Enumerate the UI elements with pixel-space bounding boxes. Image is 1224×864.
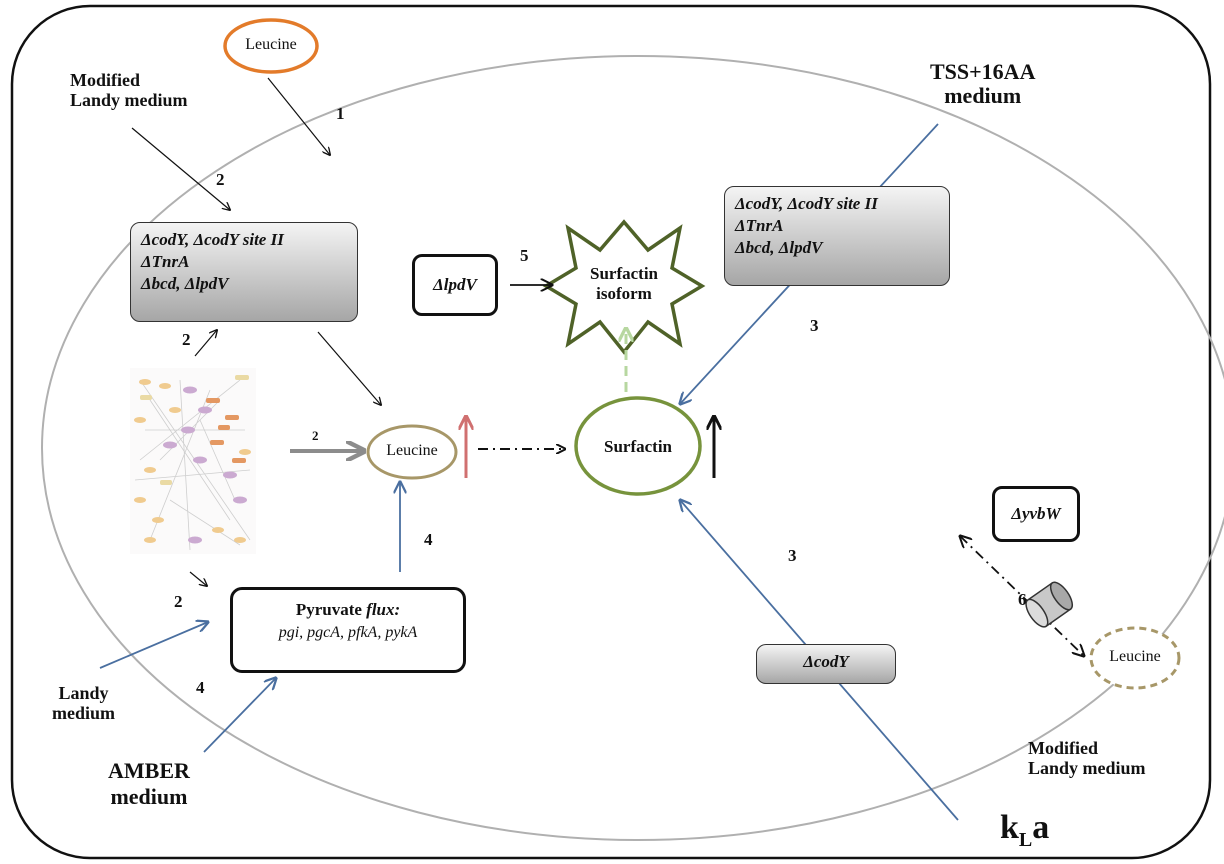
step-3-right: 3 <box>810 316 819 335</box>
arrow-amber-to-pyruvate <box>203 678 276 753</box>
modified-landy-line2: Landy medium <box>70 90 188 110</box>
step-2-bottom: 2 <box>174 592 183 611</box>
mutants-box-right: ΔcodY, ΔcodY site II ΔTnrA Δbcd, ΔlpdV <box>724 186 950 286</box>
amber-medium-label: AMBER medium <box>108 758 190 810</box>
pyruvate-title-text: Pyruvate <box>295 600 367 619</box>
mutant-right-3: Δbcd, ΔlpdV <box>735 238 823 257</box>
step-3-bottom: 3 <box>788 546 797 565</box>
step-5: 5 <box>520 246 529 265</box>
modified-landy-medium-top: Modified Landy medium <box>70 70 188 110</box>
pyruvate-flux-box: Pyruvate flux: pgi, pgcA, pfkA, pykA <box>230 587 466 673</box>
step-6: 6 <box>1018 590 1027 609</box>
pyruvate-title: Pyruvate flux: <box>233 600 463 620</box>
arrow-landy-to-pyruvate <box>99 622 208 669</box>
modified-landy-bottom-line1: Modified <box>1028 738 1098 758</box>
step-1: 1 <box>336 104 345 123</box>
landy-line2: medium <box>52 703 115 723</box>
tss-line1: TSS+16AA <box>930 59 1036 84</box>
arrow-transporter <box>960 536 1084 656</box>
mutant-left-2: ΔTnrA <box>141 252 190 271</box>
kla-k: k <box>1000 809 1019 846</box>
amber-line2: medium <box>110 784 188 809</box>
mutant-right-1: ΔcodY, ΔcodY site II <box>735 194 878 213</box>
step-2-leftbox: 2 <box>182 330 191 349</box>
pyruvate-title-flux: flux: <box>366 600 401 619</box>
kla-sub: L <box>1018 828 1033 851</box>
kla-label: kLa <box>1000 808 1049 860</box>
arrow-network-to-mutants <box>194 330 217 357</box>
step-2-arrow: 2 <box>312 428 319 443</box>
leucine-secreted-label: Leucine <box>1109 648 1161 665</box>
surfactin-isoform-label: Surfactin isoform <box>574 264 674 304</box>
arrow-medium-to-mutants <box>131 127 230 210</box>
landy-medium-label: Landy medium <box>52 683 115 723</box>
surfactin-label: Surfactin <box>604 437 672 456</box>
leucine-center-label: Leucine <box>386 442 438 459</box>
isoform-line2: isoform <box>596 284 652 303</box>
leucine-top-ellipse <box>223 18 319 74</box>
isoform-line1: Surfactin <box>590 264 658 283</box>
step-4-left: 4 <box>196 678 205 697</box>
leucine-center-ellipse <box>366 424 458 480</box>
mutant-right-2: ΔTnrA <box>735 216 784 235</box>
delta-cody-box: ΔcodY <box>756 644 896 684</box>
arrow-mutants-to-leucine <box>317 331 381 405</box>
cell-membrane <box>41 55 1224 841</box>
modified-landy-medium-bottom: Modified Landy medium <box>1028 738 1146 778</box>
surfactin-isoform-star <box>542 219 706 355</box>
mutant-left-3: Δbcd, ΔlpdV <box>141 274 229 293</box>
kla-a: a <box>1032 809 1050 846</box>
modified-landy-bottom-line2: Landy medium <box>1028 758 1146 778</box>
tss-line2: medium <box>944 83 1022 108</box>
step-4-center: 4 <box>424 530 433 549</box>
tss-medium-label: TSS+16AA medium <box>930 60 1035 108</box>
delta-lpdv-box: ΔlpdV <box>412 254 498 316</box>
leucine-secreted-ellipse <box>1089 626 1181 690</box>
step-2-top: 2 <box>216 170 225 189</box>
modified-landy-line1: Modified <box>70 70 140 90</box>
leucine-top-label: Leucine <box>245 36 297 53</box>
delta-yvbw-box: ΔyvbW <box>992 486 1080 542</box>
surfactin-ellipse <box>574 396 702 496</box>
amber-line1: AMBER <box>108 758 190 783</box>
metabolic-network-image <box>130 368 256 554</box>
transporter-icon <box>1025 581 1074 628</box>
landy-line1: Landy <box>58 683 109 703</box>
mutants-box-left: ΔcodY, ΔcodY site II ΔTnrA Δbcd, ΔlpdV <box>130 222 358 322</box>
arrow-leucine-to-cell <box>267 77 330 155</box>
pyruvate-genes: pgi, pgcA, pfkA, pykA <box>278 624 418 641</box>
outer-frame <box>10 4 1212 860</box>
mutant-left-1: ΔcodY, ΔcodY site II <box>141 230 284 249</box>
arrow-network-to-pyruvate <box>189 571 207 586</box>
